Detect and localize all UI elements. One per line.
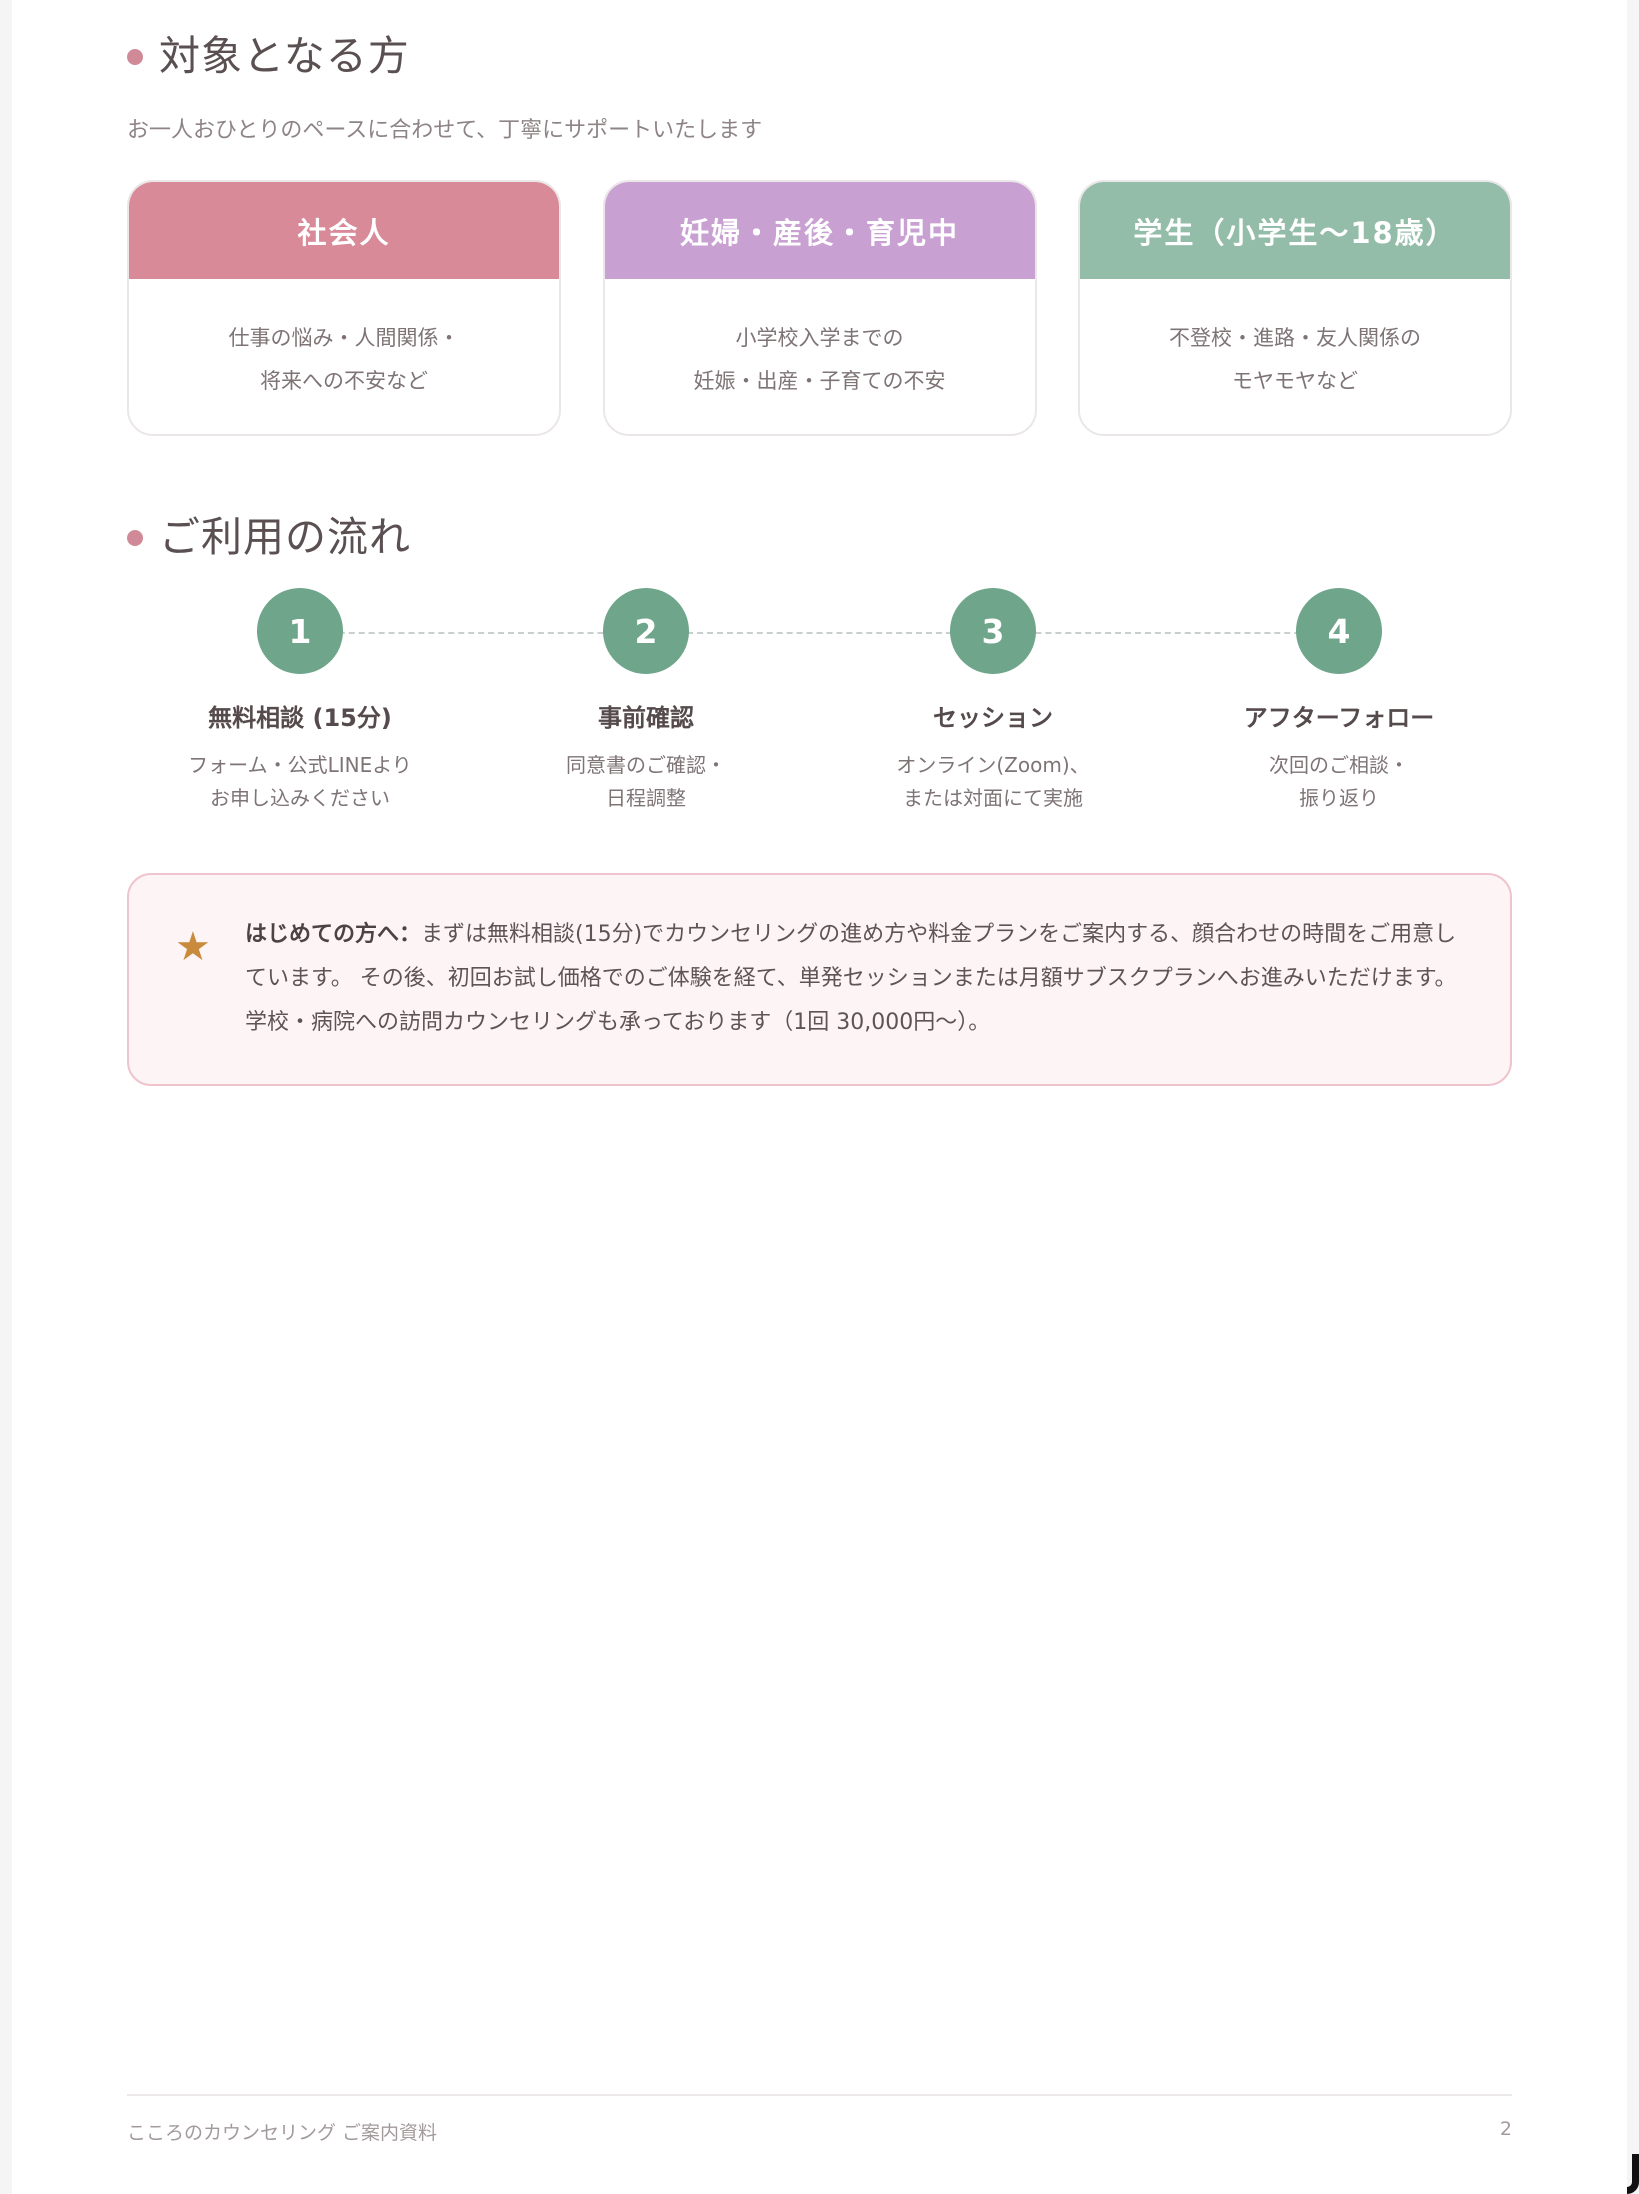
step-desc-line: 同意書のご確認・ [566, 753, 726, 777]
section-title-target: 対象となる方 [159, 32, 410, 80]
note-text: はじめての方へ：まずは無料相談(15分)でカウンセリングの進め方や料金プランをご… [245, 913, 1470, 1045]
card-text-line: 小学校入学までの [735, 326, 904, 350]
bullet-dot-icon [127, 529, 143, 546]
card-body: 不登校・進路・友人関係の モヤモヤなど [1080, 279, 1510, 403]
card-header: 学生（小学生〜18歳） [1080, 182, 1510, 279]
document-page: 対象となる方 お一人おひとりのペースに合わせて、丁寧にサポートいたします 社会人… [12, 0, 1627, 2194]
target-card-students: 学生（小学生〜18歳） 不登校・進路・友人関係の モヤモヤなど [1078, 180, 1512, 436]
section-subtitle-target: お一人おひとりのペースに合わせて、丁寧にサポートいたします [127, 118, 763, 143]
step-desc-line: フォーム・公式LINEより [188, 753, 412, 777]
step-desc-line: 振り返り [1299, 786, 1379, 810]
first-time-note: ★ はじめての方へ：まずは無料相談(15分)でカウンセリングの進め方や料金プラン… [127, 873, 1512, 1086]
corner-mark [1627, 2154, 1639, 2194]
flow-step-4: 4 アフターフォロー 次回のご相談・ 振り返り [1189, 588, 1489, 815]
bullet-dot-icon [127, 48, 143, 65]
section-heading-target: 対象となる方 [127, 36, 410, 77]
card-text-line: 妊娠・出産・子育ての不安 [693, 369, 946, 393]
flow-step-2: 2 事前確認 同意書のご確認・ 日程調整 [496, 588, 796, 815]
step-number-badge: 3 [950, 588, 1036, 674]
step-title: 無料相談 (15分) [208, 704, 392, 732]
step-description: 同意書のご確認・ 日程調整 [496, 749, 796, 815]
step-title: 事前確認 [598, 704, 694, 732]
target-card-parents: 妊婦・産後・育児中 小学校入学までの 妊娠・出産・子育ての不安 [602, 180, 1037, 436]
step-title: セッション [933, 704, 1053, 732]
card-text-line: モヤモヤなど [1232, 369, 1358, 393]
note-lead: はじめての方へ： [245, 922, 422, 947]
step-desc-line: お申し込みください [210, 786, 390, 810]
step-title: アフターフォロー [1243, 704, 1435, 732]
section-heading-flow: ご利用の流れ [127, 517, 411, 558]
card-header: 妊婦・産後・育児中 [604, 182, 1035, 279]
note-body: まずは無料相談(15分)でカウンセリングの進め方や料金プランをご案内する、顔合わ… [245, 922, 1457, 1035]
step-description: オンライン(Zoom)、 または対面にて実施 [843, 749, 1143, 815]
card-text-line: 不登校・進路・友人関係の [1169, 326, 1421, 350]
flow-step-1: 1 無料相談 (15分) フォーム・公式LINEより お申し込みください [150, 588, 450, 815]
step-desc-line: 次回のご相談・ [1269, 753, 1409, 777]
card-text-line: 将来への不安など [260, 369, 428, 393]
step-description: 次回のご相談・ 振り返り [1189, 749, 1489, 815]
step-description: フォーム・公式LINEより お申し込みください [150, 749, 450, 815]
step-number-badge: 1 [257, 588, 343, 674]
step-desc-line: または対面にて実施 [903, 786, 1083, 810]
footer-divider [127, 2094, 1512, 2096]
step-number-badge: 4 [1296, 588, 1382, 674]
target-cards: 社会人 仕事の悩み・人間関係・ 将来への不安など 妊婦・産後・育児中 小学校入学… [127, 180, 1512, 438]
step-desc-line: 日程調整 [606, 786, 686, 810]
footer-document-title: こころのカウンセリング ご案内資料 [127, 2122, 438, 2144]
card-text-line: 仕事の悩み・人間関係・ [228, 326, 460, 350]
step-number-badge: 2 [603, 588, 689, 674]
star-icon: ★ [175, 924, 211, 970]
step-desc-line: オンライン(Zoom)、 [896, 753, 1090, 777]
card-body: 小学校入学までの 妊娠・出産・子育ての不安 [605, 279, 1035, 403]
flow-step-3: 3 セッション オンライン(Zoom)、 または対面にて実施 [843, 588, 1143, 815]
card-body: 仕事の悩み・人間関係・ 将来への不安など [129, 279, 559, 403]
footer-page-number: 2 [1499, 2118, 1512, 2140]
section-title-flow: ご利用の流れ [159, 513, 411, 561]
usage-flow: 1 無料相談 (15分) フォーム・公式LINEより お申し込みください 2 事… [127, 588, 1512, 818]
card-header: 社会人 [129, 182, 559, 279]
flow-connector-line [299, 632, 1340, 634]
target-card-working-adults: 社会人 仕事の悩み・人間関係・ 将来への不安など [127, 180, 561, 436]
